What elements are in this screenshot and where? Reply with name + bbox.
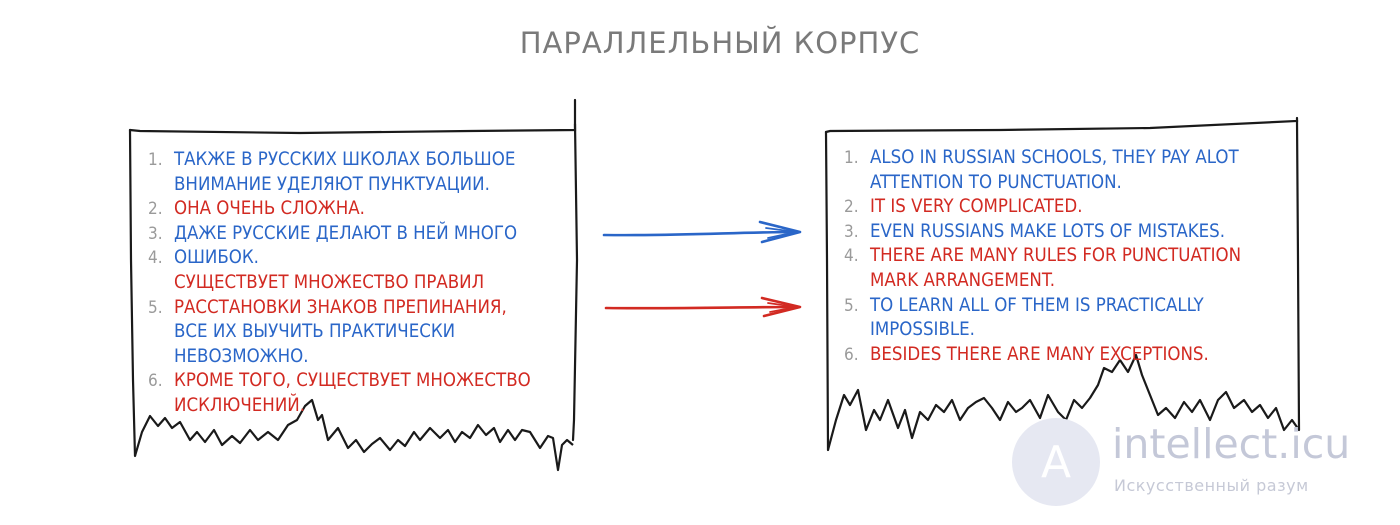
russian-line-text: исключений. — [174, 394, 305, 416]
english-line-text: attention to punctuation. — [870, 171, 1122, 193]
english-line: 1. Also in Russian schools, they pay alot — [844, 146, 1241, 171]
english-line-text: Also in Russian schools, they pay alot — [870, 147, 1239, 168]
russian-line-number: 5. — [148, 297, 163, 318]
english-line: mark arrangement. — [870, 269, 1241, 294]
english-line-number: 6. — [844, 344, 859, 365]
russian-line-text: Кроме того, существует множество — [174, 370, 531, 392]
russian-line: 3. Даже русские делают в ней много — [148, 222, 531, 247]
english-line-text: Even Russians make lots of mistakes. — [870, 220, 1225, 242]
russian-line: невозможно. — [174, 345, 531, 370]
red-arrow — [604, 296, 802, 318]
english-text-list: 1. Also in Russian schools, they pay alot… — [844, 146, 1242, 368]
watermark-logo-letter: A — [1041, 437, 1071, 488]
russian-line-text: расстановки знаков препинания, — [174, 296, 507, 318]
english-line-text: mark arrangement. — [870, 269, 1056, 291]
russian-line: Существует множество правил — [174, 271, 531, 296]
russian-line-number: 2. — [148, 199, 163, 220]
english-line: 3. Even Russians make lots of mistakes. — [844, 220, 1241, 245]
russian-line: все их выучить практически — [174, 320, 531, 345]
english-line-number: 5. — [844, 295, 859, 316]
english-line: 4. There are many rules for punctuation — [844, 244, 1242, 269]
russian-line-number: 1. — [148, 150, 163, 170]
diagram-title: Параллельный корпус — [519, 26, 921, 60]
russian-line: 4. ошибок. — [148, 246, 531, 271]
russian-line-text: Она очень сложна. — [174, 198, 365, 220]
russian-line-text: невозможно. — [174, 345, 309, 367]
watermark-logo: A — [1012, 418, 1100, 506]
english-line-number: 1. — [844, 148, 859, 168]
russian-line: 2. Она очень сложна. — [148, 197, 531, 222]
english-line-text: impossible. — [870, 319, 975, 341]
russian-line-text: Существует множество правил — [174, 271, 485, 293]
english-line: 5. To learn all of them is practically — [844, 294, 1241, 319]
russian-line-text: Даже русские делают в ней много — [174, 222, 518, 244]
english-line-number: 3. — [844, 221, 859, 242]
russian-line-number: 3. — [148, 223, 163, 244]
russian-line-text: внимание уделяют пунктуации. — [174, 173, 490, 195]
english-line-number: 2. — [844, 197, 859, 218]
english-line-text: There are many rules for punctuation — [870, 245, 1242, 267]
russian-line: внимание уделяют пунктуации. — [174, 173, 531, 198]
english-line-number: 4. — [844, 246, 859, 267]
russian-line-number: 4. — [148, 248, 163, 269]
russian-line-text: все их выучить практически — [174, 321, 456, 343]
russian-line: 5. расстановки знаков препинания, — [148, 296, 531, 321]
russian-line-text: ошибок. — [174, 247, 259, 269]
russian-text-list: 1. Также в русских школах большое внимание… — [148, 148, 531, 419]
english-line-text: It is very complicated. — [870, 196, 1083, 218]
watermark-tagline: Искусственный разум — [1114, 476, 1309, 495]
english-line: attention to punctuation. — [870, 171, 1241, 196]
english-line: 6. Besides there are many exceptions. — [844, 343, 1241, 368]
english-line-text: Besides there are many exceptions. — [870, 343, 1209, 365]
russian-line: 6. Кроме того, существует множество — [148, 369, 531, 394]
russian-line-number: 6. — [148, 371, 163, 392]
russian-line-text: Также в русских школах большое — [174, 149, 516, 170]
russian-line: 1. Также в русских школах большое — [148, 148, 531, 173]
watermark-name: intellect.icu — [1112, 420, 1351, 468]
english-line: 2. It is very complicated. — [844, 195, 1241, 220]
english-line-text: To learn all of them is practically — [870, 294, 1204, 316]
english-line: impossible. — [870, 318, 1241, 343]
blue-arrow — [602, 220, 802, 244]
russian-line: исключений. — [174, 394, 531, 419]
